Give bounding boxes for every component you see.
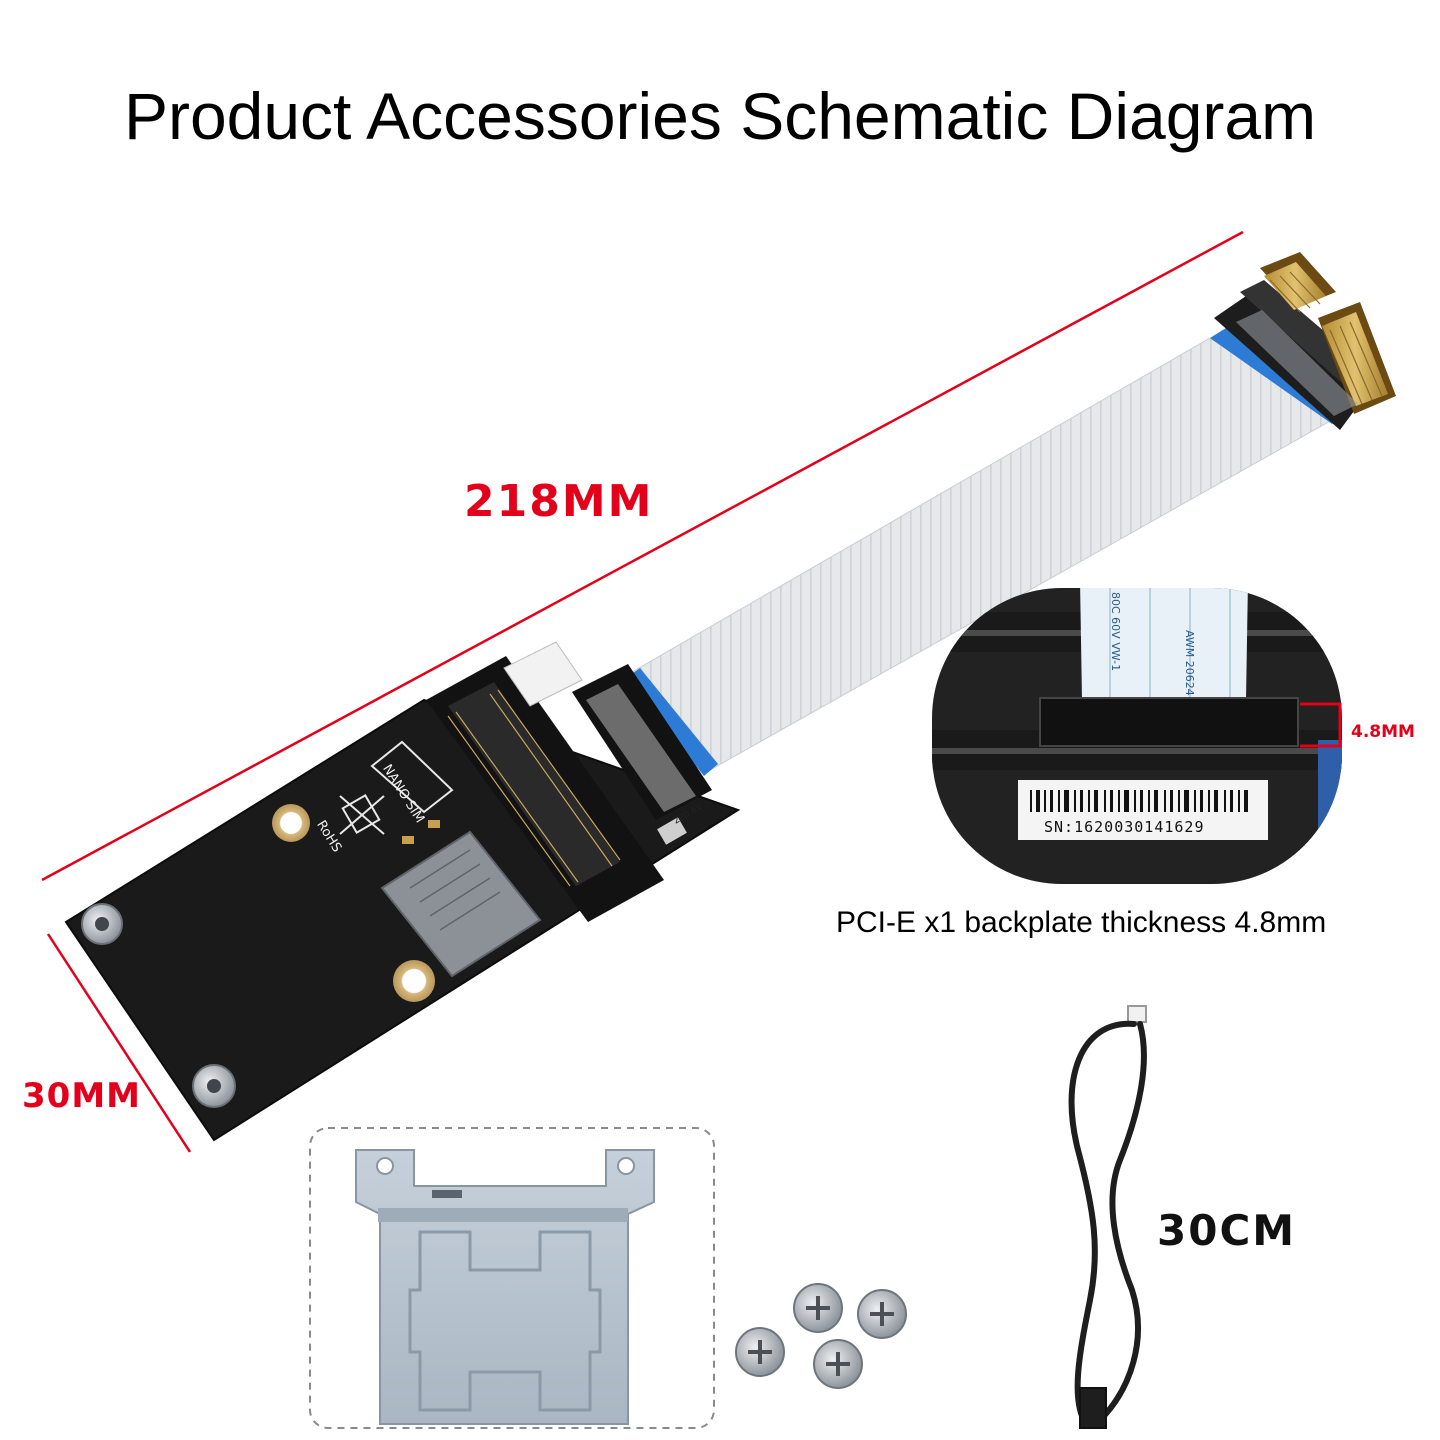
inset-cable-print-1: AWM 20624 [1183,630,1196,696]
screw-icon [857,1289,907,1339]
width-dimension-label: 30MM [22,1076,141,1116]
width-dimension-line [46,933,192,1153]
backplate-inset [932,588,1342,884]
length-dimension-label: 218MM [464,476,654,527]
screw-icon [735,1327,785,1377]
inset-serial-number: SN:1620030141629 [1044,818,1205,836]
mounting-bracket [355,1149,655,1425]
inset-cable-print-2: 80C 60V VW-1 [1109,592,1122,672]
pcie-x1-connector [1214,252,1396,430]
screw-set [735,1283,907,1389]
length-dimension-line [41,230,1244,882]
cable-length-label: 30CM [1157,1206,1297,1255]
bracket-frame [309,1127,715,1429]
inset-caption: PCI-E x1 backplate thickness 4.8mm [836,906,1327,939]
screw-icon [81,903,123,945]
backplate-thickness-label: 4.8MM [1351,722,1415,742]
screw-icon [192,1064,236,1108]
screw-icon [793,1283,843,1333]
cable-30cm [1068,1005,1147,1429]
recycle-bin-crossed-icon [339,794,385,835]
adapter-board [64,641,741,1142]
screw-icon [813,1339,863,1389]
page-title: Product Accessories Schematic Diagram [123,79,1317,153]
